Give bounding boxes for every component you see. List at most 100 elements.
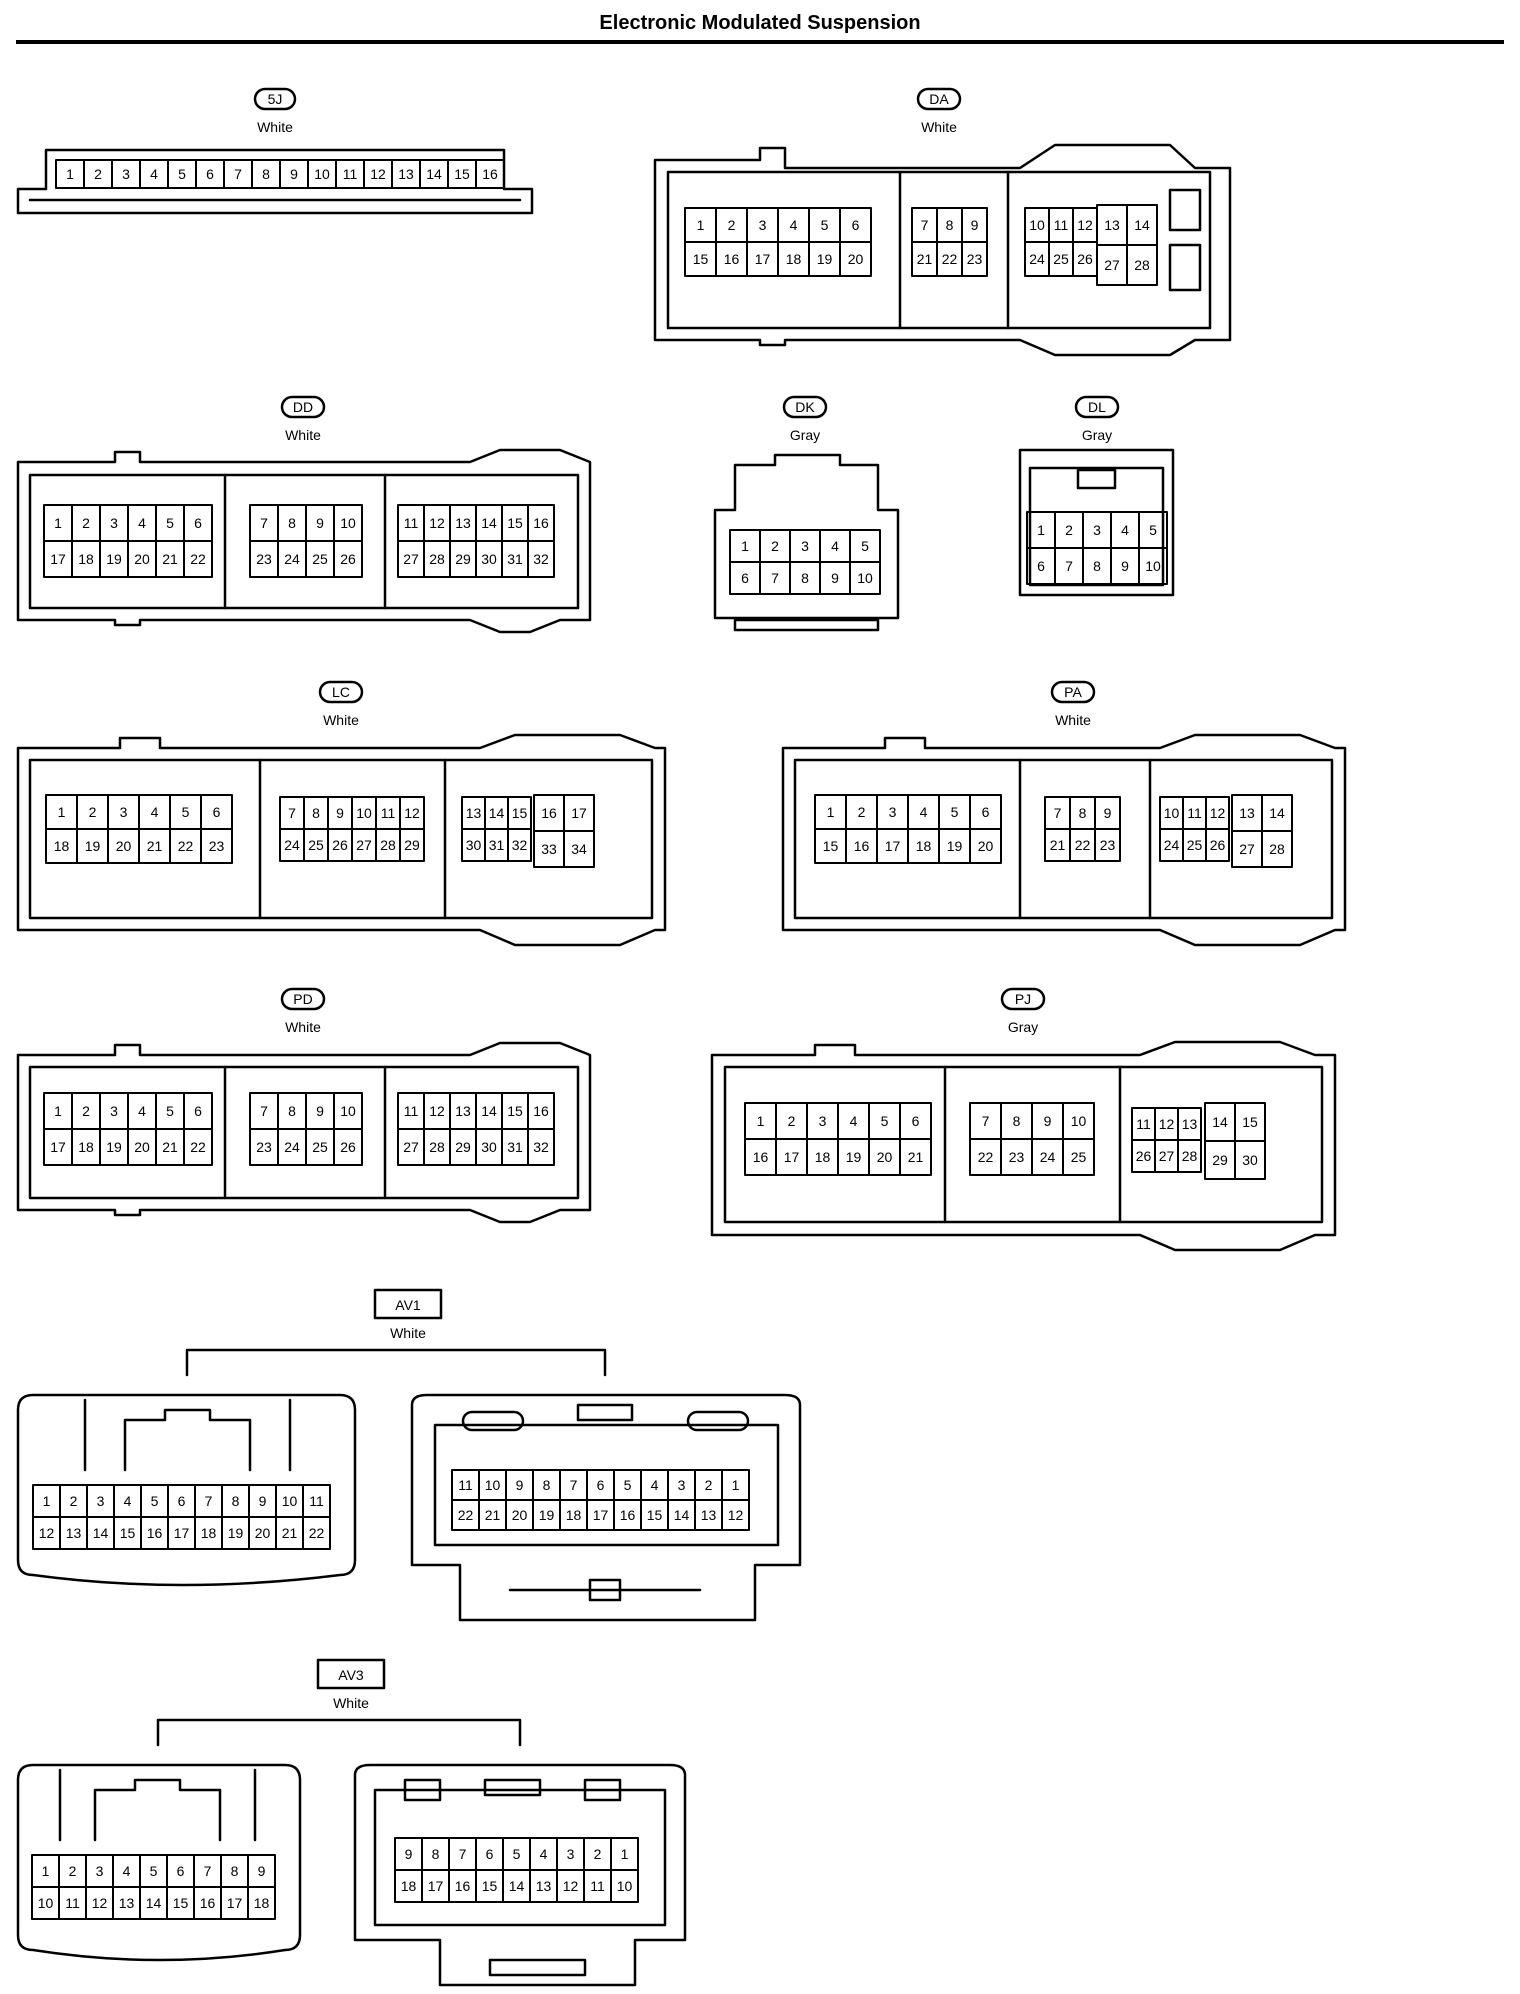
connector-code: DD bbox=[293, 399, 313, 415]
pin-number: 8 bbox=[1093, 558, 1101, 574]
pin-number: 10 bbox=[356, 805, 372, 821]
title-rule bbox=[16, 40, 1504, 44]
pin-number: 4 bbox=[920, 804, 928, 820]
connector-code-badge bbox=[1074, 395, 1120, 419]
pin-number: 2 bbox=[594, 1846, 602, 1862]
pin-number: 21 bbox=[908, 1149, 924, 1165]
pin-number: 16 bbox=[753, 1149, 769, 1165]
connector-color: White bbox=[333, 1695, 369, 1711]
pin-number: 12 bbox=[1210, 805, 1226, 821]
pin-cell bbox=[333, 1128, 363, 1166]
pin-number: 13 bbox=[398, 166, 414, 182]
pin-number: 12 bbox=[429, 515, 445, 531]
pin-number: 1 bbox=[732, 1477, 740, 1493]
pin-number: 21 bbox=[917, 251, 933, 267]
pin-number: 11 bbox=[1054, 217, 1069, 233]
pin-number: 23 bbox=[209, 838, 225, 854]
pin-number: 11 bbox=[404, 1103, 419, 1119]
pin-cell bbox=[899, 1138, 932, 1176]
pin-number: 25 bbox=[1071, 1149, 1087, 1165]
pin-cell bbox=[721, 1499, 750, 1531]
connector-code: AV1 bbox=[395, 1297, 421, 1313]
pin-number: 7 bbox=[205, 1493, 213, 1509]
pin-number: 20 bbox=[255, 1525, 271, 1541]
pin-number: 5 bbox=[182, 804, 190, 820]
pin-number: 9 bbox=[1121, 558, 1129, 574]
pin-number: 5 bbox=[1149, 522, 1157, 538]
pin-cell bbox=[1062, 1138, 1095, 1176]
pin-number: 3 bbox=[122, 166, 130, 182]
pin-cell bbox=[399, 828, 425, 862]
connector-housing-inner bbox=[723, 1065, 1324, 1224]
pin-number: 8 bbox=[1013, 1113, 1021, 1129]
pin-number: 20 bbox=[978, 838, 994, 854]
connector-code-badge bbox=[1000, 987, 1046, 1011]
connector-housing-inner bbox=[666, 170, 1212, 330]
pin-number: 28 bbox=[429, 1139, 445, 1155]
pin-number: 24 bbox=[1040, 1149, 1056, 1165]
pin-number: 9 bbox=[1044, 1113, 1052, 1129]
connector-code-badge bbox=[916, 87, 962, 111]
pin-number: 21 bbox=[147, 838, 163, 854]
pin-number: 2 bbox=[705, 1477, 713, 1493]
pin-number: 7 bbox=[982, 1113, 990, 1129]
pair-bracket bbox=[156, 1718, 522, 1747]
pin-number: 32 bbox=[533, 1139, 549, 1155]
pin-number: 8 bbox=[232, 1493, 240, 1509]
pin-number: 5 bbox=[861, 538, 869, 554]
pin-number: 28 bbox=[429, 551, 445, 567]
pin-number: 23 bbox=[256, 1139, 272, 1155]
pin-number: 9 bbox=[259, 1493, 267, 1509]
connector-code: DL bbox=[1088, 399, 1106, 415]
pin-number: 20 bbox=[512, 1507, 528, 1523]
pin-number: 19 bbox=[85, 838, 101, 854]
connector-code-badge bbox=[280, 987, 326, 1011]
pin-number: 11 bbox=[404, 515, 419, 531]
pin-number: 16 bbox=[147, 1525, 163, 1541]
pin-number: 11 bbox=[1187, 805, 1202, 821]
pin-number: 2 bbox=[70, 1493, 78, 1509]
pin-number: 18 bbox=[401, 1878, 417, 1894]
pin-number: 27 bbox=[356, 837, 372, 853]
pin-number: 20 bbox=[134, 1139, 150, 1155]
pin-number: 3 bbox=[889, 804, 897, 820]
pin-cell bbox=[1177, 1139, 1202, 1173]
pin-number: 8 bbox=[801, 570, 809, 586]
connector-code-badge bbox=[782, 395, 828, 419]
pair-bracket bbox=[185, 1348, 607, 1377]
pin-number: 5 bbox=[951, 804, 959, 820]
pin-number: 6 bbox=[1037, 558, 1045, 574]
connector-color: White bbox=[323, 712, 359, 728]
pin-number: 12 bbox=[370, 166, 386, 182]
pin-number: 5 bbox=[821, 217, 829, 233]
pin-number: 8 bbox=[432, 1846, 440, 1862]
pin-cell bbox=[183, 1128, 213, 1166]
pin-number: 22 bbox=[309, 1525, 325, 1541]
pin-number: 31 bbox=[507, 1139, 523, 1155]
connector-divider bbox=[943, 1065, 1122, 1224]
pin-number: 13 bbox=[455, 1103, 471, 1119]
pin-number: 26 bbox=[340, 1139, 356, 1155]
pin-number: 14 bbox=[1212, 1114, 1228, 1130]
pin-number: 9 bbox=[1104, 805, 1112, 821]
pin-number: 24 bbox=[1164, 837, 1180, 853]
pin-number: 5 bbox=[151, 1493, 159, 1509]
pin-number: 2 bbox=[788, 1113, 796, 1129]
pin-number: 12 bbox=[404, 805, 420, 821]
pin-number: 22 bbox=[942, 251, 958, 267]
connector-slot bbox=[686, 1410, 750, 1432]
pin-number: 16 bbox=[724, 251, 740, 267]
pin-number: 28 bbox=[1182, 1148, 1198, 1164]
pin-number: 10 bbox=[340, 1103, 356, 1119]
